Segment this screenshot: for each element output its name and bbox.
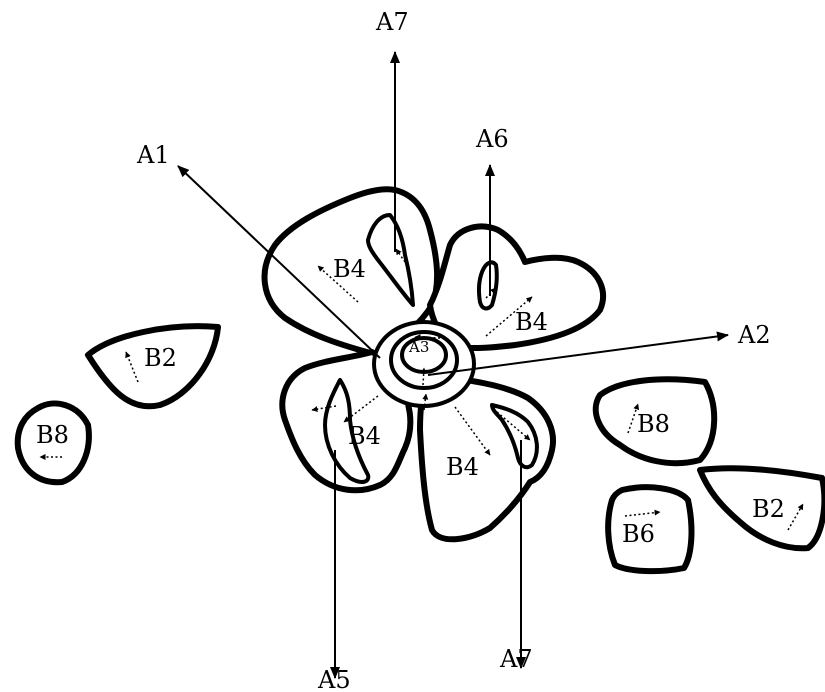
label-a2: A2 <box>737 321 771 349</box>
stitch-arrow <box>624 509 661 517</box>
stitch-arrow <box>496 411 531 441</box>
label-b4-lower-mid: B4 <box>446 453 479 481</box>
label-a1: A1 <box>136 141 170 169</box>
label-b2-right: B2 <box>752 495 785 523</box>
label-b8-left: B8 <box>36 421 69 449</box>
petal-b2-left-shape <box>85 323 221 410</box>
label-a7-top: A7 <box>375 8 409 36</box>
label-b4-upper-right: B4 <box>515 308 548 336</box>
stitch-arrow <box>454 406 491 456</box>
petal-b8-left-shape <box>14 400 92 486</box>
inner-lower-right-petal <box>490 403 539 470</box>
stitch-arrow <box>787 503 804 531</box>
stitch-arrow <box>125 351 139 383</box>
label-a7-bottom: A7 <box>499 645 533 673</box>
label-b6: B6 <box>622 520 655 548</box>
label-b2-left: B2 <box>144 344 177 372</box>
label-b8-right: B8 <box>637 410 670 438</box>
stitch-arrow <box>627 403 640 434</box>
label-a5: A5 <box>317 666 351 692</box>
label-a3: A3 <box>408 338 429 356</box>
square-b6-shape <box>605 484 695 575</box>
petal-b8-right-shape <box>592 376 718 467</box>
stitch-arrow <box>485 296 533 337</box>
label-b4-upper-left: B4 <box>333 255 366 283</box>
label-b4-lower-left: B4 <box>348 422 381 450</box>
label-a6: A6 <box>475 125 509 153</box>
arrow-a1 <box>177 165 381 359</box>
arrow-a2 <box>427 331 729 376</box>
inner-upper-left-petal <box>366 213 415 307</box>
leaf-b2-right-shape <box>697 465 825 552</box>
stitch-arrow <box>420 367 427 386</box>
inner-upper-right-petal <box>476 260 499 311</box>
